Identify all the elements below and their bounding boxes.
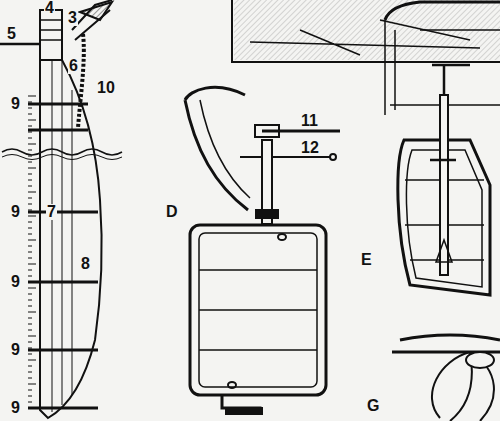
draught-tick (28, 282, 32, 283)
draught-tick (28, 192, 36, 193)
callout-number: 9 (10, 274, 21, 290)
draught-tick (28, 138, 32, 139)
callout-number: D (165, 204, 179, 220)
draught-tick (28, 222, 32, 223)
draught-tick (28, 264, 36, 265)
draught-tick (28, 252, 32, 253)
draught-tick (28, 156, 32, 157)
draught-tick (28, 378, 32, 379)
draught-tick (28, 366, 32, 367)
callout-number: 12 (300, 140, 320, 156)
draught-tick (28, 306, 32, 307)
draught-tick (28, 198, 32, 199)
callout-number: 9 (10, 342, 21, 358)
callout-number: 9 (10, 400, 21, 416)
draught-tick (28, 102, 32, 103)
callout-number: 5 (6, 26, 17, 42)
ship-view (232, 0, 500, 62)
draught-tick (28, 330, 32, 331)
callout-number: 10 (96, 80, 116, 96)
draught-tick (28, 384, 36, 385)
draught-tick (28, 240, 36, 241)
draught-tick (28, 234, 32, 235)
draught-tick (28, 204, 32, 205)
callout-number: 7 (46, 204, 57, 220)
draught-tick (28, 132, 32, 133)
draught-tick (28, 114, 32, 115)
draught-tick (28, 342, 32, 343)
draught-tick (28, 354, 32, 355)
pintle-bar (28, 349, 98, 352)
draught-tick (28, 318, 32, 319)
draught-tick (28, 96, 36, 97)
draught-tick (28, 150, 32, 151)
draught-tick (28, 276, 32, 277)
propeller-g (392, 335, 500, 421)
rudder-side-view (0, 0, 122, 418)
draught-tick (28, 300, 32, 301)
draught-tick (28, 312, 36, 313)
draught-tick (28, 270, 32, 271)
callout-number: E (360, 252, 373, 268)
pintle-bar (28, 129, 88, 132)
callout-number: 11 (300, 113, 319, 129)
draught-tick (28, 108, 32, 109)
draught-tick (28, 336, 36, 337)
pintle-bar (28, 211, 98, 214)
draught-tick (28, 210, 32, 211)
draught-tick (28, 324, 32, 325)
draught-tick (28, 294, 32, 295)
draught-tick (28, 360, 36, 361)
pintle-bar (28, 407, 98, 410)
rudder-e (385, 2, 500, 295)
draught-tick (28, 168, 36, 169)
draught-tick (28, 408, 36, 409)
draught-tick (28, 258, 32, 259)
draught-tick (28, 144, 36, 145)
draught-tick (28, 396, 32, 397)
draught-tick (28, 390, 32, 391)
callout-number: 3 (67, 10, 78, 26)
rudder-d (185, 87, 340, 415)
draught-tick (28, 288, 36, 289)
draught-tick (28, 162, 32, 163)
draught-tick (28, 228, 32, 229)
callout-number: 9 (10, 204, 21, 220)
draught-tick (28, 120, 36, 121)
draught-tick (28, 180, 32, 181)
draught-tick (28, 216, 36, 217)
draught-tick (28, 402, 32, 403)
callout-number: 4 (44, 0, 55, 16)
callout-number: 6 (68, 58, 79, 74)
draught-tick (28, 186, 32, 187)
draught-tick (28, 174, 32, 175)
callout-number: 9 (10, 96, 21, 112)
pintle-bar (28, 281, 98, 284)
draught-tick (28, 372, 32, 373)
callout-number: 8 (80, 256, 91, 272)
draught-tick (28, 246, 32, 247)
draught-tick (28, 126, 32, 127)
callout-number: G (366, 398, 380, 414)
draught-tick (28, 348, 32, 349)
